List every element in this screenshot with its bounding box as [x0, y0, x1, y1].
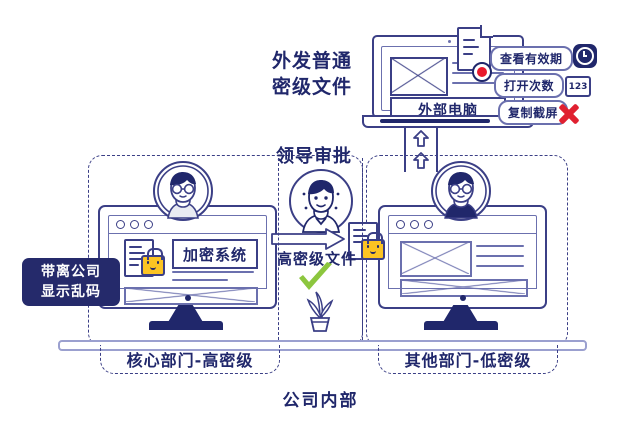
center-divider-right	[362, 158, 363, 340]
high-secret-file-label: 高密级文件	[277, 250, 358, 268]
monitor-foot	[423, 321, 498, 330]
monitor-screen	[378, 205, 547, 309]
external-send-title-line1: 外发普通	[272, 50, 353, 72]
company-internal-label: 公司内部	[282, 391, 359, 411]
document-fold-corner	[480, 25, 493, 38]
content-field	[124, 287, 258, 305]
envelope-icon	[390, 57, 448, 96]
badge-open-count-label: 打开次数	[504, 79, 555, 93]
center-divider-left	[278, 158, 279, 340]
monitor-foot	[148, 321, 223, 330]
badge-copy-screenshot-label: 复制截屏	[508, 106, 559, 120]
window-dot-icon	[396, 220, 405, 229]
encryption-system-label: 加密系统	[172, 239, 258, 269]
arrow-rail-right	[436, 128, 438, 172]
window-dot-icon	[116, 220, 125, 229]
red-dot-icon	[472, 62, 492, 82]
other-department-monitor	[378, 205, 547, 330]
content-line	[476, 255, 524, 257]
outgoing-document-icon	[457, 25, 493, 82]
core-department-monitor: 加密系统	[98, 205, 277, 330]
right-arrow-icon	[270, 228, 346, 250]
up-arrow-icon	[413, 130, 429, 147]
document-line	[463, 39, 475, 41]
arrow-rail-left	[404, 128, 406, 172]
external-send-title-line2: 密级文件	[272, 76, 353, 98]
window-dot-icon	[144, 220, 153, 229]
potted-plant-icon	[300, 288, 340, 332]
content-line	[476, 265, 524, 267]
content-line	[172, 271, 254, 273]
lock-icon	[141, 248, 165, 276]
department-other-label: 其他部门-低密级	[378, 345, 558, 374]
upload-arrows-group	[404, 128, 438, 176]
window-dot-icon	[410, 220, 419, 229]
document-line	[463, 53, 473, 55]
monitor-power-dot	[459, 295, 466, 301]
ground-line	[58, 340, 587, 351]
department-core-label: 核心部门-高密级	[100, 345, 280, 374]
monitor-neck	[167, 305, 204, 323]
content-line	[476, 245, 524, 247]
monitor-power-dot	[184, 295, 191, 301]
leave-company-garbled-callout: 带离公司 显示乱码	[22, 258, 120, 306]
image-placeholder-icon	[400, 241, 472, 277]
other-department-user-avatar	[430, 160, 492, 222]
red-x-icon	[555, 100, 581, 126]
laptop-base	[362, 115, 534, 128]
callout-line2: 显示乱码	[41, 284, 101, 300]
badge-view-validity-label: 查看有效期	[500, 52, 563, 66]
external-send-title: 外发普通 密级文件	[272, 48, 372, 100]
approval-label: 领导审批	[276, 146, 352, 167]
window-dot-icon	[130, 220, 139, 229]
callout-line1: 带离公司	[41, 264, 101, 280]
document-line	[463, 46, 479, 48]
clock-icon	[573, 44, 597, 68]
badge-view-validity: 查看有效期	[490, 46, 573, 71]
window-dot-icon	[424, 220, 433, 229]
leader-approval-avatar	[288, 168, 354, 234]
monitor-neck	[442, 305, 479, 323]
badge-open-count: 打开次数	[494, 73, 565, 98]
badge-copy-screenshot: 复制截屏	[498, 100, 569, 125]
counter-123-icon: 123	[565, 76, 591, 97]
lock-icon	[361, 232, 385, 260]
green-check-icon	[296, 262, 336, 298]
laptop-text-line	[452, 82, 504, 84]
laptop-camera-icon	[448, 40, 451, 43]
up-arrow-icon	[413, 152, 429, 169]
core-department-user-avatar	[152, 160, 214, 222]
content-line	[172, 279, 228, 281]
